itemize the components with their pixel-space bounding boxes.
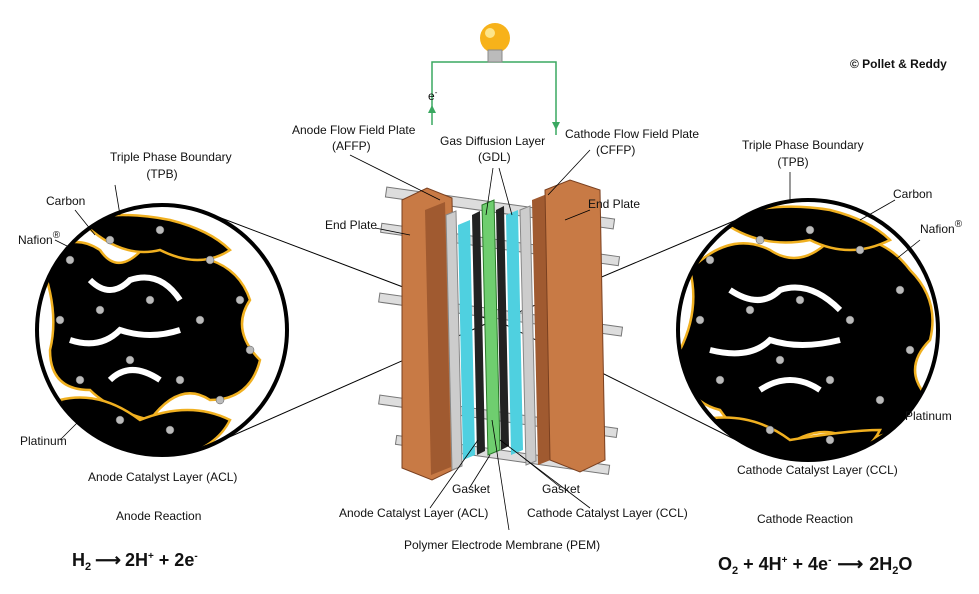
anode-catalyst-magnified xyxy=(37,205,287,455)
pem-label: Polymer Electrode Membrane (PEM) xyxy=(404,538,600,552)
cathode-circle-border xyxy=(676,198,940,462)
platinum-right-label: Platinum xyxy=(905,409,952,423)
cffp-label: Cathode Flow Field Plate xyxy=(565,127,699,141)
ccl-right-label: Cathode Catalyst Layer (CCL) xyxy=(737,463,898,477)
cathode-reaction-heading: Cathode Reaction xyxy=(757,512,853,526)
membrane-gdl xyxy=(481,199,501,456)
light-bulb-icon xyxy=(480,23,510,63)
afpp-abbr: (AFFP) xyxy=(332,139,371,153)
carbon-left-label: Carbon xyxy=(46,194,85,208)
external-circuit-wire xyxy=(431,61,557,135)
copyright-text: © Pollet & Reddy xyxy=(850,57,947,71)
cathode-equation: O2 + 4H+ + 4e-⟶2H2O xyxy=(718,554,912,577)
cathode-gdl-cyan xyxy=(506,210,523,455)
afpp-label: Anode Flow Field Plate xyxy=(292,123,416,137)
tpb-right-abbr: (TPB) xyxy=(777,155,808,169)
gdl-abbr: (GDL) xyxy=(478,150,511,164)
cathode-catalyst-magnified xyxy=(678,200,938,460)
fuel-cell-stack xyxy=(378,179,624,481)
tpb-left-abbr: (TPB) xyxy=(146,167,177,181)
cathode-catalyst-layer xyxy=(496,206,509,450)
ccl-center-label: Cathode Catalyst Layer (CCL) xyxy=(527,506,688,520)
acl-center-label: Anode Catalyst Layer (ACL) xyxy=(339,506,488,520)
anode-flow-field-plate xyxy=(425,202,451,475)
gasket-right-label: Gasket xyxy=(542,482,581,496)
gdl-label: Gas Diffusion Layer xyxy=(440,134,545,148)
anode-reaction-heading: Anode Reaction xyxy=(116,509,201,523)
nafion-left-label: Nafion® xyxy=(18,230,61,247)
anode-equation: H2⟶2H+ + 2e- xyxy=(72,550,198,573)
wire-arrows xyxy=(428,105,560,130)
cathode-gasket-plate xyxy=(519,205,537,466)
anode-circle-border xyxy=(35,203,289,457)
nafion-right-label: Nafion® xyxy=(920,219,963,236)
anode-catalyst-layer xyxy=(472,211,485,455)
end-plate-left-label: End Plate xyxy=(325,218,377,232)
end-plate-right-label: End Plate xyxy=(588,197,640,211)
anode-gdl-cyan xyxy=(458,220,475,460)
electron-label: e- xyxy=(428,88,438,103)
anode-gasket-plate xyxy=(445,210,463,471)
platinum-left-label: Platinum xyxy=(20,434,67,448)
tpb-right-label: Triple Phase Boundary xyxy=(742,138,864,152)
acl-left-label: Anode Catalyst Layer (ACL) xyxy=(88,470,237,484)
tpb-left-label: Triple Phase Boundary xyxy=(110,150,232,164)
cffp-abbr: (CFFP) xyxy=(596,143,635,157)
leader-lines xyxy=(54,149,921,531)
labels: Anode Flow Field Plate (AFFP) Gas Diffus… xyxy=(18,123,963,552)
carbon-right-label: Carbon xyxy=(893,187,932,201)
gasket-left-label: Gasket xyxy=(452,482,491,496)
cathode-end-plate xyxy=(544,179,606,473)
